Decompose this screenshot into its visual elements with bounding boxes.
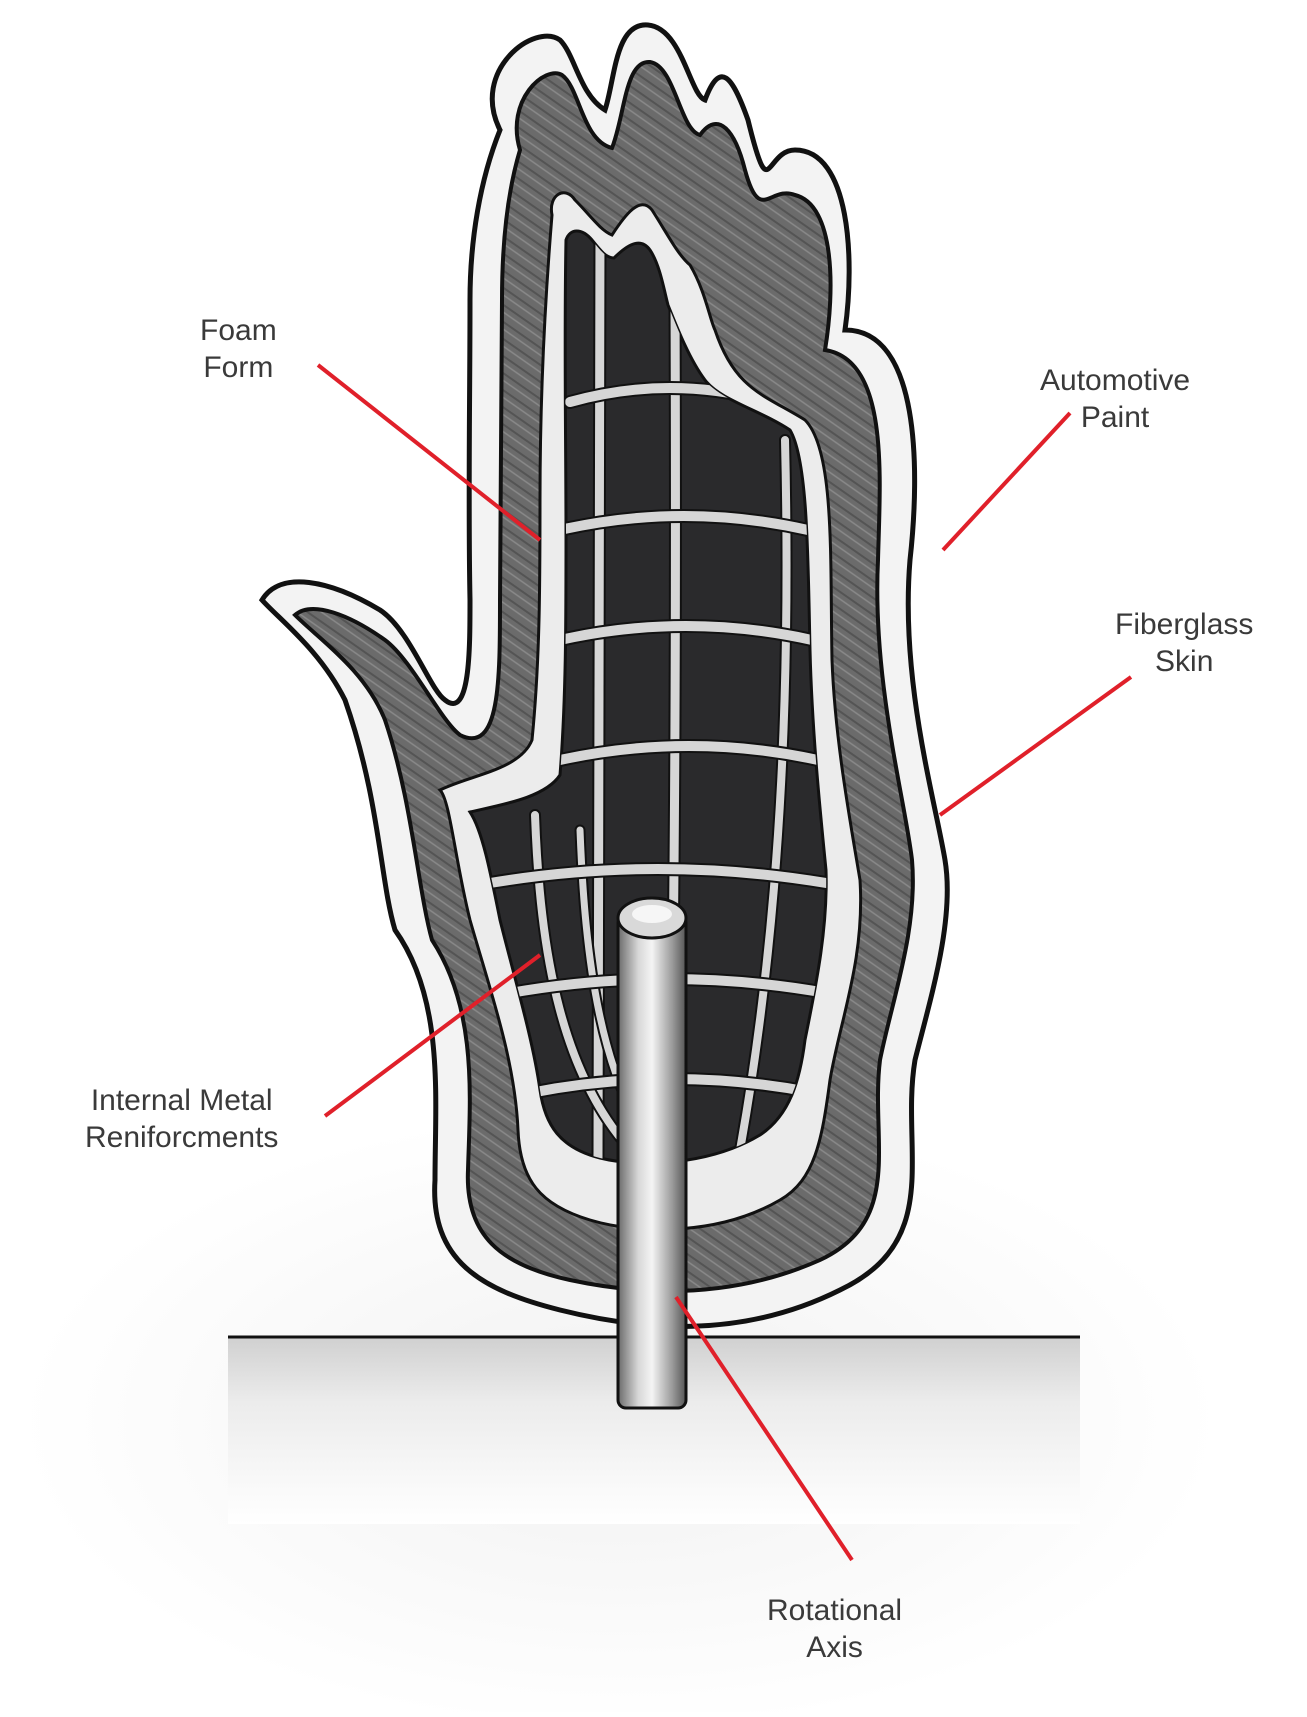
leader-fiberglass-skin — [940, 677, 1131, 815]
rotational-axis-rod — [618, 898, 686, 1408]
